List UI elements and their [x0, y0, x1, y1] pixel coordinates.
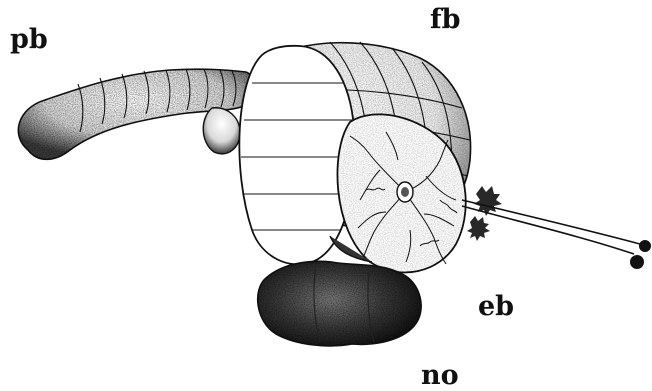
fb-front-face — [239, 46, 355, 265]
label-eb: eb — [478, 293, 514, 320]
label-no: no — [421, 362, 459, 389]
label-fb: fb — [430, 6, 461, 33]
protocerebral-bridge — [18, 69, 254, 159]
axon-projection — [462, 186, 651, 269]
label-pb: pb — [10, 26, 48, 53]
axon-terminal — [639, 240, 651, 252]
